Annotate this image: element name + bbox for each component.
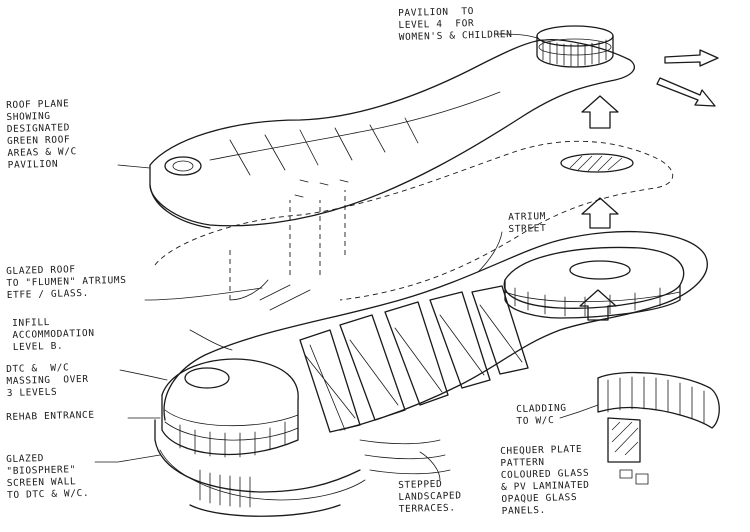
label-pavilion: PAVILION TO LEVEL 4 FOR WOMEN'S & CHILDR… <box>398 6 513 43</box>
label-glazed-biosphere: GLAZED "BIOSPHERE" SCREEN WALL TO DTC & … <box>6 453 90 501</box>
roof-plane <box>149 39 635 229</box>
label-roof-plane: ROOF PLANE SHOWING DESIGNATED GREEN ROOF… <box>6 98 78 171</box>
cladding-detail <box>597 371 720 485</box>
label-cladding: CLADDING TO W/C <box>516 402 567 427</box>
label-dtc-massing: DTC & W/C MASSING OVER 3 LEVELS <box>6 362 89 399</box>
atrium-block <box>503 246 685 319</box>
label-atrium-street: ATRIUM STREET <box>508 211 547 235</box>
label-rehab-entrance: REHAB ENTRANCE <box>6 409 95 423</box>
up-arrow-icon <box>579 95 619 321</box>
dashed-level-outline <box>154 140 673 301</box>
label-glazed-roof: GLAZED ROOF TO "FLUMEN" ATRIUMS ETFE / G… <box>6 264 127 301</box>
main-building <box>154 230 708 517</box>
label-chequer-plate: CHEQUER PLATE PATTERN COLOURED GLASS & P… <box>500 443 590 517</box>
label-infill-accommodation: INFILL ACCOMMODATION LEVEL B. <box>12 317 95 353</box>
double-right-arrow-icon <box>656 49 719 107</box>
pavilion <box>536 25 614 68</box>
leader-lines <box>94 33 599 481</box>
label-stepped-terraces: STEPPED LANDSCAPED TERRACES. <box>398 478 462 515</box>
